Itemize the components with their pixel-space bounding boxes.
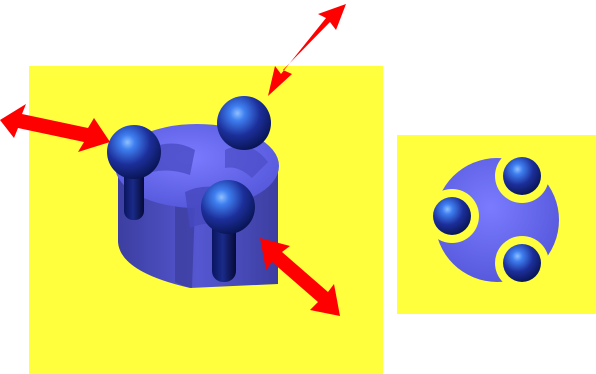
ball-bottom-icon — [503, 244, 541, 282]
perspective-view — [29, 66, 383, 374]
ball-left-top-view-icon — [433, 197, 471, 235]
ball-back-icon — [217, 96, 271, 150]
ball-front-icon — [201, 180, 255, 234]
top-view — [397, 135, 596, 314]
ball-top-icon — [503, 157, 541, 195]
ball-left-icon — [107, 125, 161, 179]
